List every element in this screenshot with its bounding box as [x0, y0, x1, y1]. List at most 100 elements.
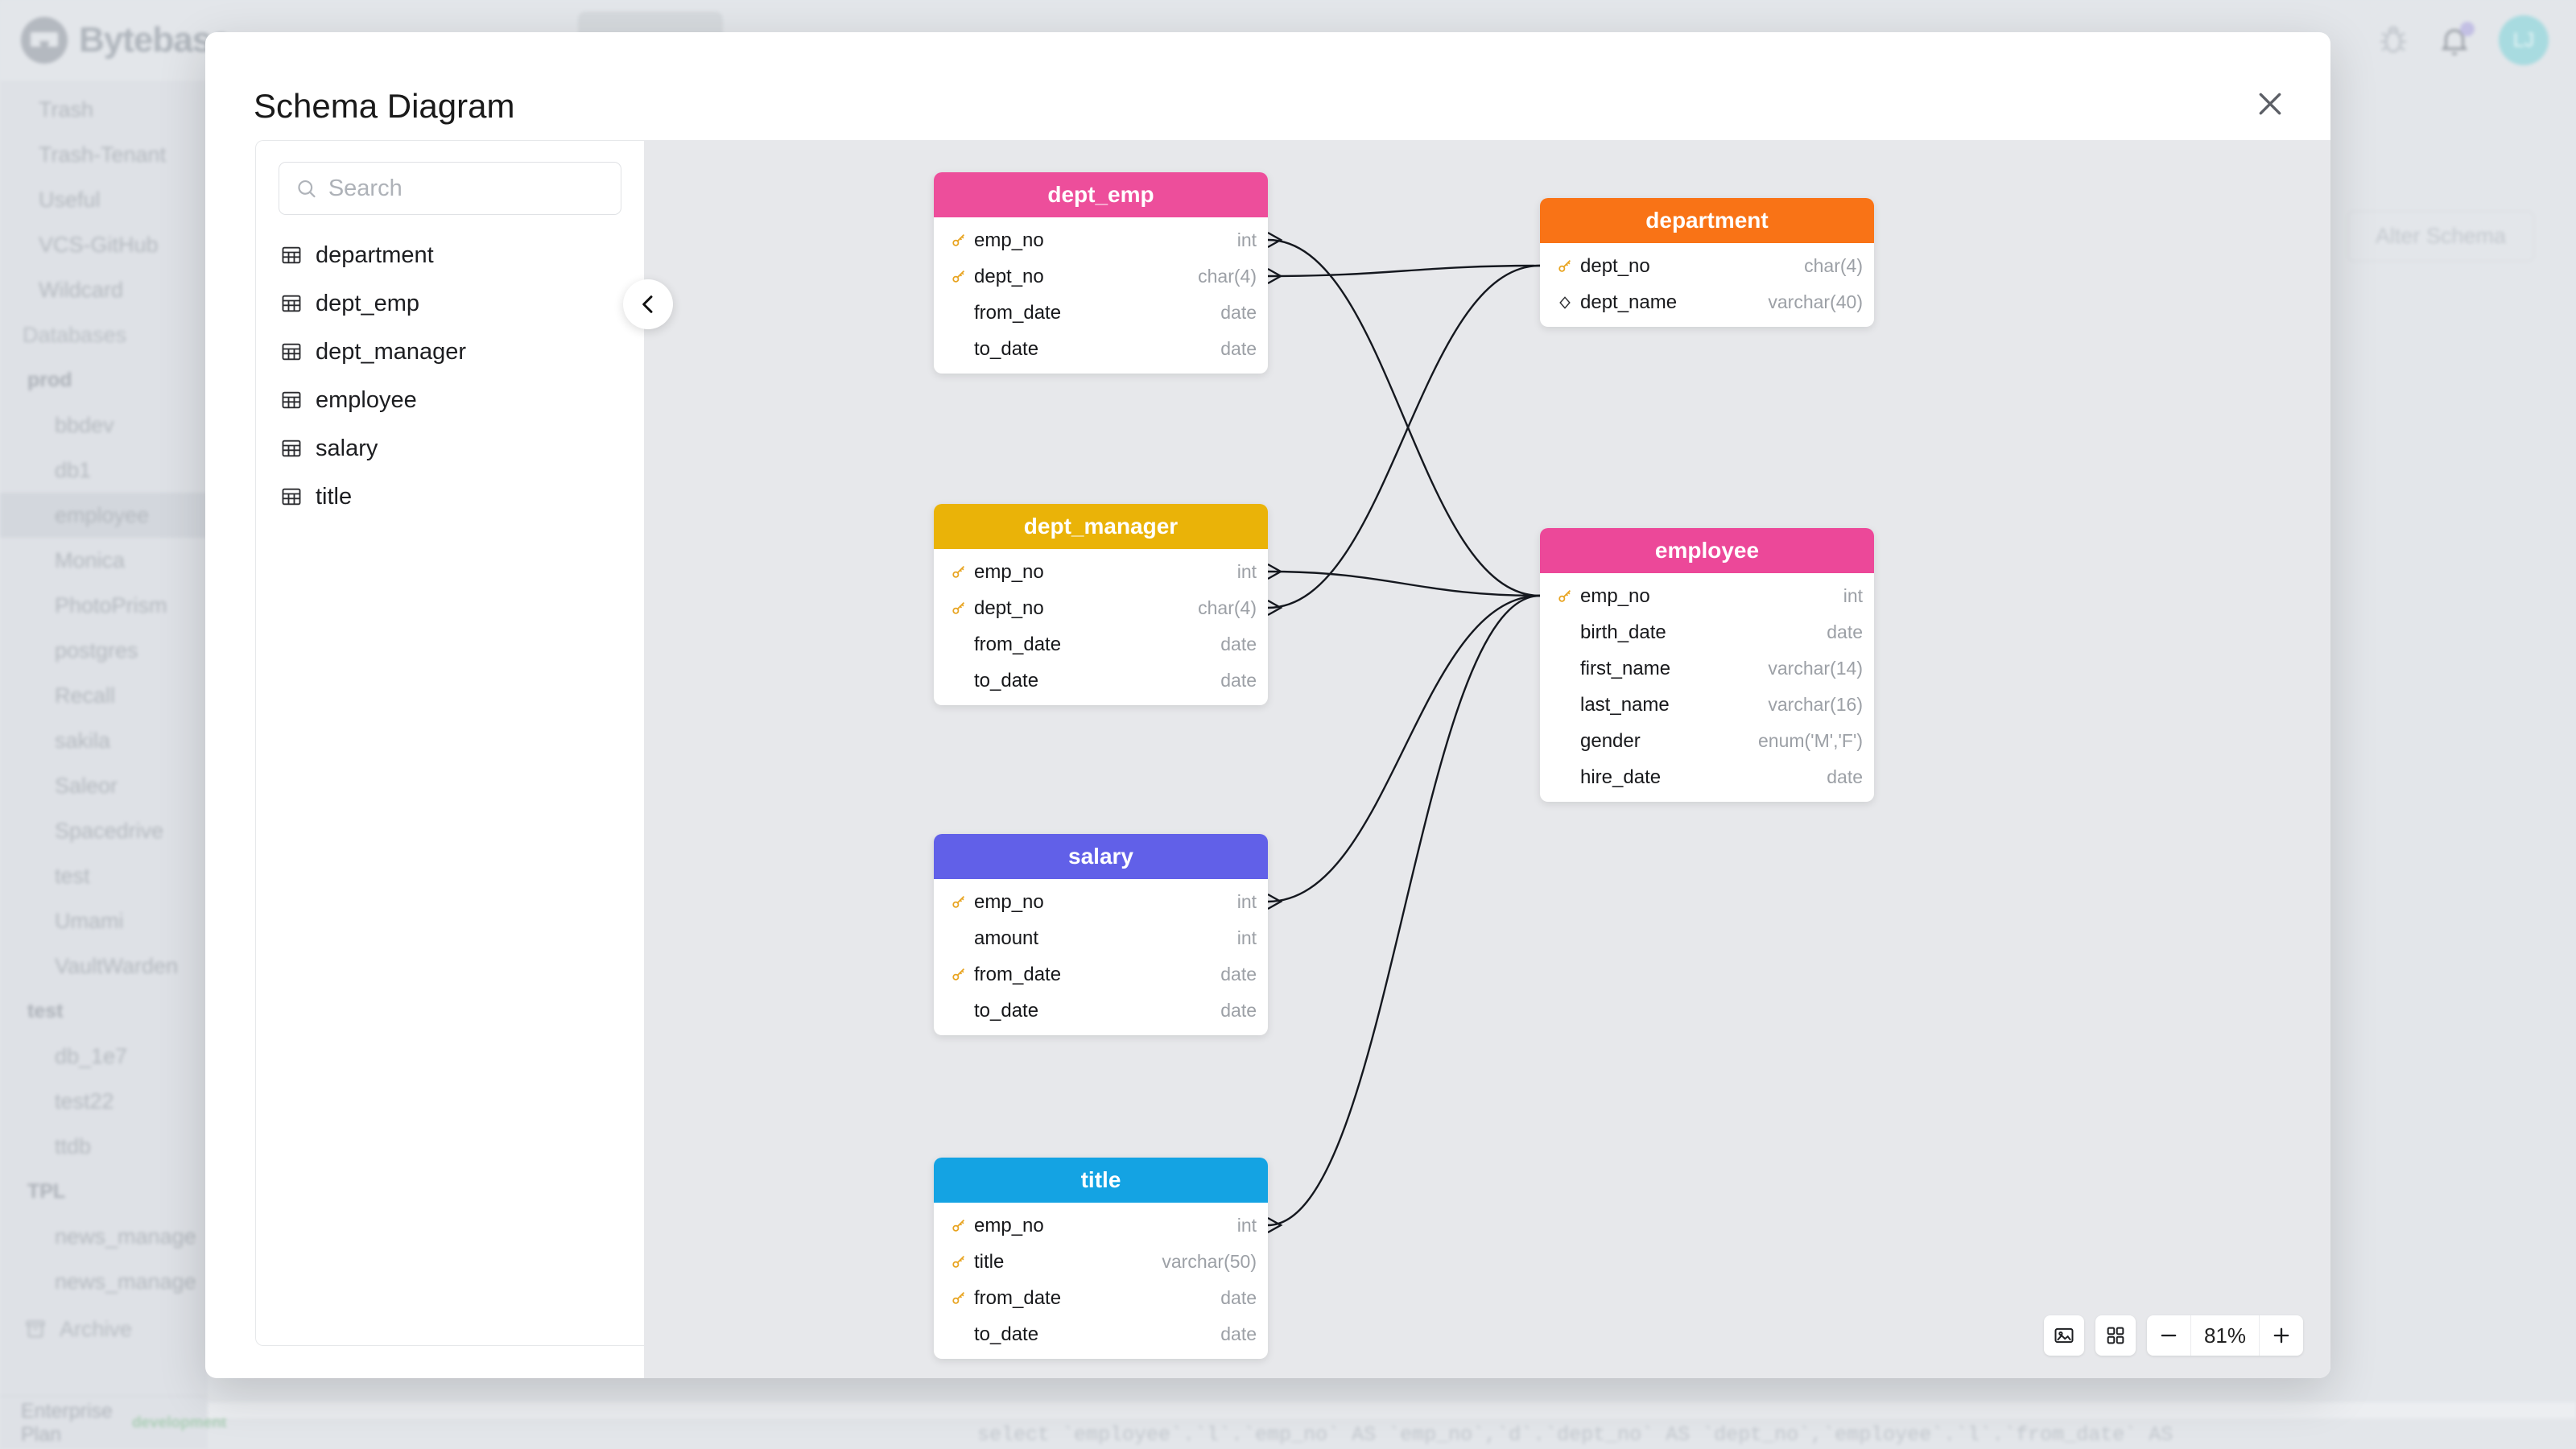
- sidebar-item-wildcard[interactable]: Wildcard: [39, 277, 124, 302]
- table-icon: [282, 295, 301, 312]
- sidebar-item-test[interactable]: test: [55, 863, 90, 888]
- sidebar-item-postgres[interactable]: postgres: [55, 638, 138, 663]
- sidebar-item-news-manage-1[interactable]: news_manage: [55, 1224, 196, 1249]
- sidebar-item-sakila[interactable]: sakila: [55, 728, 111, 753]
- bug-icon[interactable]: [2376, 23, 2410, 57]
- close-icon[interactable]: [2248, 82, 2292, 126]
- table-list-item-title[interactable]: title: [256, 473, 644, 521]
- er-node-header-dept_manager[interactable]: dept_manager: [934, 504, 1268, 549]
- zoom-in-button[interactable]: [2260, 1315, 2303, 1356]
- er-node-header-title[interactable]: title: [934, 1158, 1268, 1203]
- sidebar-item-spacedrive[interactable]: Spacedrive: [55, 818, 164, 843]
- search-input[interactable]: [328, 175, 605, 202]
- sidebar-item-trash-tenant[interactable]: Trash-Tenant: [39, 142, 167, 167]
- chevron-left-icon: [642, 295, 653, 313]
- sidebar-item-recall[interactable]: Recall: [55, 683, 116, 708]
- zoom-out-button[interactable]: [2147, 1315, 2190, 1356]
- sidebar-item-news-manage-2[interactable]: news_manage: [55, 1269, 196, 1294]
- app-logo[interactable]: Bytebase: [21, 17, 231, 64]
- er-column-name: dept_no: [974, 597, 1044, 619]
- sidebar-item-monica[interactable]: Monica: [55, 547, 126, 572]
- sidebar-item-photoprism[interactable]: PhotoPrism: [55, 592, 167, 617]
- sidebar-item-trash[interactable]: Trash: [39, 97, 94, 122]
- sidebar-group-tpl[interactable]: TPL: [27, 1179, 66, 1203]
- sidebar-item-ttdb[interactable]: ttdb: [55, 1133, 92, 1158]
- sidebar-item-employee[interactable]: employee: [0, 493, 208, 538]
- alter-schema-button[interactable]: Alter Schema: [2347, 211, 2534, 262]
- avatar[interactable]: LJ: [2499, 15, 2549, 65]
- er-column-type: varchar(50): [1162, 1251, 1257, 1272]
- sidebar-item-bbdev[interactable]: bbdev: [55, 412, 114, 437]
- table-list-item-label: salary: [316, 435, 378, 461]
- content-divider: [208, 1402, 2576, 1418]
- sidebar-item-archive[interactable]: Archive: [0, 1304, 208, 1354]
- export-image-button[interactable]: [2044, 1315, 2084, 1356]
- sidebar-group-test[interactable]: test: [27, 999, 64, 1022]
- key-icon: [952, 895, 965, 908]
- table-list-item-department[interactable]: department: [256, 231, 644, 279]
- er-column-name: birth_date: [1580, 621, 1666, 643]
- sidebar-item-db1[interactable]: db1: [55, 457, 92, 482]
- sidebar-item-vaultwarden[interactable]: VaultWarden: [55, 953, 179, 978]
- er-column-name: to_date: [974, 999, 1039, 1022]
- table-list-item-dept_manager[interactable]: dept_manager: [256, 328, 644, 376]
- sidebar-item-umami[interactable]: Umami: [55, 908, 124, 933]
- sidebar-item-saleor[interactable]: Saleor: [55, 773, 118, 798]
- er-column-type: date: [1827, 621, 1863, 642]
- table-list-item-label: title: [316, 483, 353, 510]
- sidebar-item-useful[interactable]: Useful: [39, 187, 101, 212]
- bell-icon[interactable]: [2438, 22, 2475, 57]
- er-node-header-dept_emp[interactable]: dept_emp: [934, 172, 1268, 217]
- er-column-name: from_date: [974, 633, 1062, 655]
- sidebar-group-prod[interactable]: prod: [27, 368, 72, 391]
- table-list-item-salary[interactable]: salary: [256, 424, 644, 473]
- er-node-header-salary[interactable]: salary: [934, 834, 1268, 879]
- er-node-header-department[interactable]: department: [1540, 198, 1874, 243]
- tables-list: department dept_emp dept_manager: [256, 220, 644, 521]
- key-icon: [952, 968, 965, 980]
- collapse-panel-button[interactable]: [623, 279, 673, 329]
- table-list-item-employee[interactable]: employee: [256, 376, 644, 424]
- er-node-header-employee[interactable]: employee: [1540, 528, 1874, 573]
- sidebar-item-db-1e7[interactable]: db_1e7: [55, 1043, 128, 1068]
- sidebar-item-test22[interactable]: test22: [55, 1088, 114, 1113]
- search-box[interactable]: [279, 162, 621, 215]
- notification-badge: [2460, 22, 2475, 36]
- sidebar-item-vcs-github[interactable]: VCS-GitHub: [39, 232, 159, 257]
- table-list-item-dept_emp[interactable]: dept_emp: [256, 279, 644, 328]
- edge-dept_manager-employee: [1267, 570, 1541, 597]
- sidebar-scroll[interactable]: Trash Trash-Tenant Useful VCS-GitHub Wil…: [0, 80, 208, 1396]
- layout-grid-button[interactable]: [2095, 1315, 2136, 1356]
- er-column-employee-birth_date[interactable]: birth_date date: [1540, 614, 1874, 650]
